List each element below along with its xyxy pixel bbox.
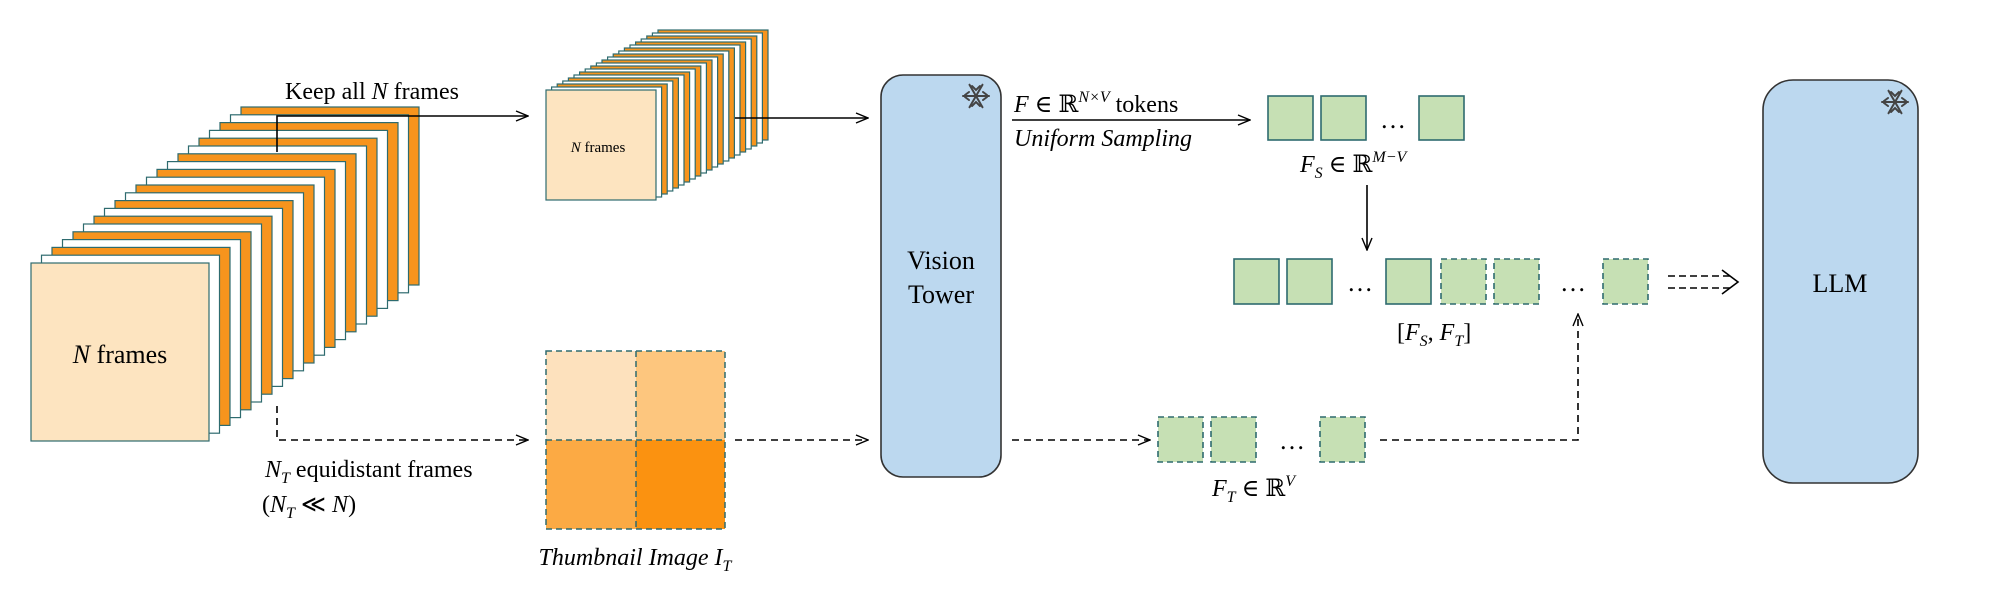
thumbnail-cell	[546, 440, 636, 529]
token-solid	[1320, 95, 1367, 141]
thumbnail-cell	[546, 351, 636, 440]
ft-label: FT ∈ ℝV	[1211, 473, 1297, 506]
to-llm-double-arrow	[1668, 269, 1740, 295]
token-solid	[1385, 258, 1432, 305]
top-frame-stack	[545, 29, 769, 201]
fs-token-row: …	[1267, 95, 1465, 141]
token-dashed	[1319, 416, 1366, 463]
keep-all-label: Keep all N frames	[285, 79, 459, 105]
equidistant-arrow	[276, 406, 528, 440]
token-solid	[1233, 258, 1280, 305]
vision-tower-label-line2: Tower	[908, 280, 974, 309]
llm-box	[1762, 79, 1919, 484]
equidistant-label: NT equidistant frames	[264, 457, 473, 487]
uniform-sampling-label: Uniform Sampling	[1014, 126, 1192, 152]
left-stack-label: N frames	[72, 340, 168, 369]
token-dashed	[1210, 416, 1257, 463]
token-solid	[1286, 258, 1333, 305]
tokens-label: F ∈ ℝN×V tokens	[1013, 89, 1178, 118]
token-solid	[1267, 95, 1314, 141]
snowflake-icon	[1881, 89, 1909, 115]
thumbnail-caption: Thumbnail Image IT	[539, 545, 733, 575]
front-frame	[30, 262, 210, 442]
concat-label: [FS, FT]	[1397, 320, 1471, 350]
ft-token-row: …	[1157, 416, 1366, 463]
left-frame-stack	[30, 106, 420, 442]
top-stack-label: N frames	[570, 140, 626, 156]
vision-tower-label-line1: Vision	[907, 246, 975, 275]
thumbnail-cell	[636, 351, 725, 440]
vision-tower-box	[880, 74, 1002, 478]
token-solid	[1418, 95, 1465, 141]
keep-all-arrow	[276, 116, 528, 152]
token-dashed	[1493, 258, 1540, 305]
ellipsis: …	[1380, 105, 1406, 134]
front-frame	[545, 89, 657, 201]
snowflake-icon	[962, 83, 990, 109]
condition-label: (NT ≪ N)	[262, 492, 356, 522]
token-dashed	[1440, 258, 1487, 305]
thumbnail-cell	[636, 440, 725, 529]
concat-token-row: … …	[1233, 258, 1649, 305]
token-dashed	[1602, 258, 1649, 305]
ellipsis: …	[1279, 426, 1305, 455]
token-dashed	[1157, 416, 1204, 463]
ellipsis: …	[1560, 268, 1586, 297]
thumbnail-image	[545, 350, 726, 530]
ellipsis: …	[1347, 268, 1373, 297]
fs-label: FS ∈ ℝM−V	[1299, 149, 1409, 182]
ft-up-arrow	[1380, 314, 1578, 441]
llm-label: LLM	[1813, 269, 1868, 298]
